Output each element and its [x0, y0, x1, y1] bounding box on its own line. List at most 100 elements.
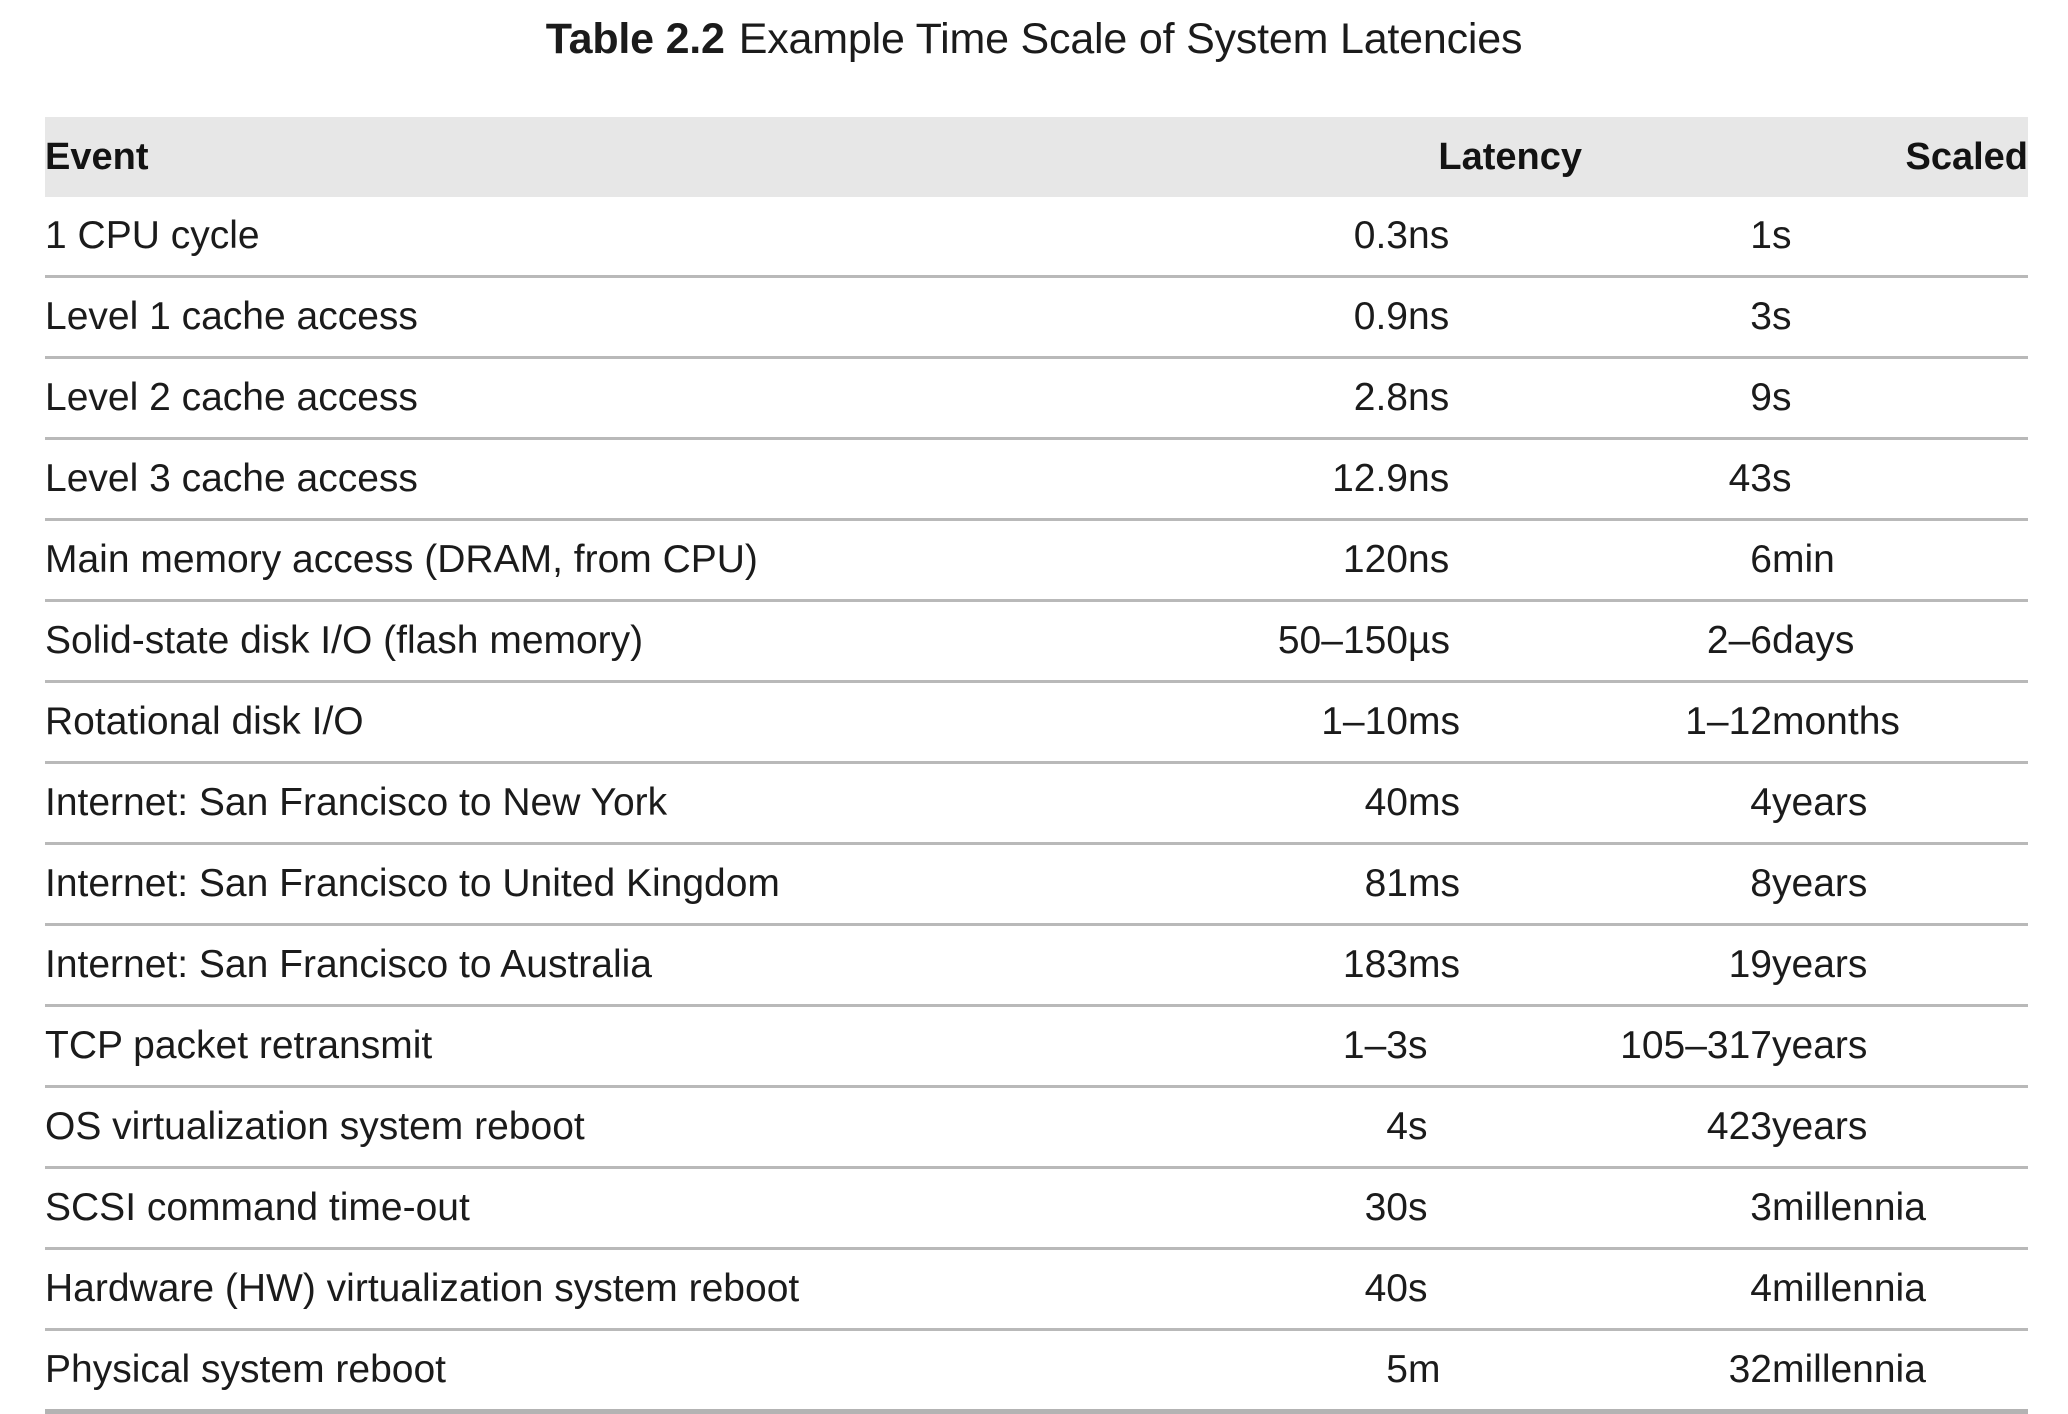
cell-latency-unit: ms: [1408, 923, 1582, 1006]
cell-event: Internet: San Francisco to United Kingdo…: [45, 842, 1182, 925]
cell-scaled-unit: years: [1772, 761, 2028, 844]
table-row: Solid-state disk I/O (flash memory)50–15…: [45, 599, 2028, 682]
cell-latency-unit: s: [1408, 1247, 1582, 1330]
cell-scaled-unit: millennia: [1772, 1328, 2028, 1414]
cell-latency-value: 1–3: [1182, 1004, 1408, 1087]
cell-latency-value: 120: [1182, 518, 1408, 601]
cell-scaled-unit: years: [1772, 842, 2028, 925]
cell-scaled-value: 4: [1582, 1247, 1772, 1330]
cell-latency-unit: ms: [1408, 842, 1582, 925]
cell-latency-value: 40: [1182, 1247, 1408, 1330]
cell-event: Main memory access (DRAM, from CPU): [45, 518, 1182, 601]
cell-latency-value: 2.8: [1182, 356, 1408, 439]
cell-event: Internet: San Francisco to Australia: [45, 923, 1182, 1006]
cell-scaled-value: 6: [1582, 518, 1772, 601]
table-caption: Table 2.2 Example Time Scale of System La…: [0, 10, 2068, 68]
cell-scaled-value: 43: [1582, 437, 1772, 520]
table-header: Event Latency Scaled: [45, 117, 2028, 197]
cell-event: 1 CPU cycle: [45, 214, 260, 257]
cell-latency-unit: s: [1408, 1004, 1582, 1087]
cell-event: Hardware (HW) virtualization system rebo…: [45, 1247, 1182, 1330]
cell-scaled-value: 4: [1582, 761, 1772, 844]
cell-scaled-unit: s: [1772, 275, 2028, 358]
cell-event: SCSI command time-out: [45, 1166, 1182, 1249]
cell-scaled-value: 1: [1750, 214, 1772, 257]
cell-scaled-unit: years: [1772, 1085, 2028, 1168]
cell-scaled-unit: millennia: [1772, 1166, 2028, 1249]
cell-scaled-unit: min: [1772, 518, 2028, 601]
table-header-row: Event Latency Scaled: [45, 117, 2028, 197]
cell-scaled-unit: days: [1772, 599, 2028, 682]
cell-latency-value: 12.9: [1182, 437, 1408, 520]
cell-event: Physical system reboot: [45, 1328, 1182, 1414]
cell-scaled-value: 1–12: [1582, 680, 1772, 763]
cell-scaled-value: 105–317: [1582, 1004, 1772, 1087]
cell-scaled-value: 9: [1582, 356, 1772, 439]
cell-latency-unit: s: [1408, 1166, 1582, 1249]
cell-scaled-value: 423: [1582, 1085, 1772, 1168]
cell-latency-value: 81: [1182, 842, 1408, 925]
cell-latency-value: 30: [1182, 1166, 1408, 1249]
cell-scaled-unit: s: [1772, 214, 1792, 257]
cell-latency-value: 0.3: [1353, 214, 1408, 257]
cell-scaled-unit: years: [1772, 1004, 2028, 1087]
cell-scaled-value: 3: [1582, 275, 1772, 358]
cell-scaled-value: 2–6: [1582, 599, 1772, 682]
cell-event: Level 3 cache access: [45, 437, 1182, 520]
cell-scaled-value: 19: [1582, 923, 1772, 1006]
cell-event: Solid-state disk I/O (flash memory): [45, 599, 1182, 682]
cell-latency-unit: ns: [1408, 518, 1582, 601]
cell-latency-unit: ms: [1408, 680, 1582, 763]
cell-scaled-value: 32: [1582, 1328, 1772, 1414]
column-header-latency: Latency: [1182, 117, 1582, 197]
column-header-scaled: Scaled: [1582, 117, 2028, 197]
cell-latency-value: 4: [1182, 1085, 1408, 1168]
cell-event: Rotational disk I/O: [45, 680, 1182, 763]
cell-latency-value: 0.9: [1182, 275, 1408, 358]
cell-latency-unit: ns: [1408, 275, 1582, 358]
cell-event: TCP packet retransmit: [45, 1004, 1182, 1087]
cell-scaled-unit: s: [1772, 437, 2028, 520]
cell-event: Level 2 cache access: [45, 356, 1182, 439]
cell-latency-unit: ns: [1408, 214, 1450, 257]
cell-event: Internet: San Francisco to New York: [45, 761, 1182, 844]
cell-scaled-unit: millennia: [1772, 1247, 2028, 1330]
cell-scaled-value: 8: [1582, 842, 1772, 925]
cell-latency-unit: ms: [1408, 761, 1582, 844]
cell-latency-value: 183: [1182, 923, 1408, 1006]
cell-event: Level 1 cache access: [45, 275, 1182, 358]
cell-scaled-unit: s: [1772, 356, 2028, 439]
cell-latency-unit: ns: [1408, 356, 1582, 439]
table-row: Internet: San Francisco to United Kingdo…: [45, 842, 2028, 925]
cell-latency-value: 5: [1182, 1328, 1408, 1414]
cell-latency-value: 50–150: [1182, 599, 1408, 682]
cell-latency-unit: m: [1408, 1328, 1582, 1414]
cell-scaled-unit: months: [1772, 680, 2028, 763]
table-caption-label: Table 2.2: [545, 15, 725, 63]
column-header-event: Event: [45, 117, 1182, 197]
cell-latency-unit: ns: [1408, 437, 1582, 520]
cell-latency-unit: s: [1408, 1085, 1582, 1168]
table-row: Hardware (HW) virtualization system rebo…: [45, 1247, 2028, 1330]
cell-scaled-unit: years: [1772, 923, 2028, 1006]
cell-latency-unit: µs: [1408, 599, 1582, 682]
cell-event: OS virtualization system reboot: [45, 1085, 1182, 1168]
cell-latency-value: 1–10: [1182, 680, 1408, 763]
cell-latency-value: 40: [1182, 761, 1408, 844]
table-caption-text: Example Time Scale of System Latencies: [738, 15, 1523, 63]
cell-scaled-value: 3: [1582, 1166, 1772, 1249]
